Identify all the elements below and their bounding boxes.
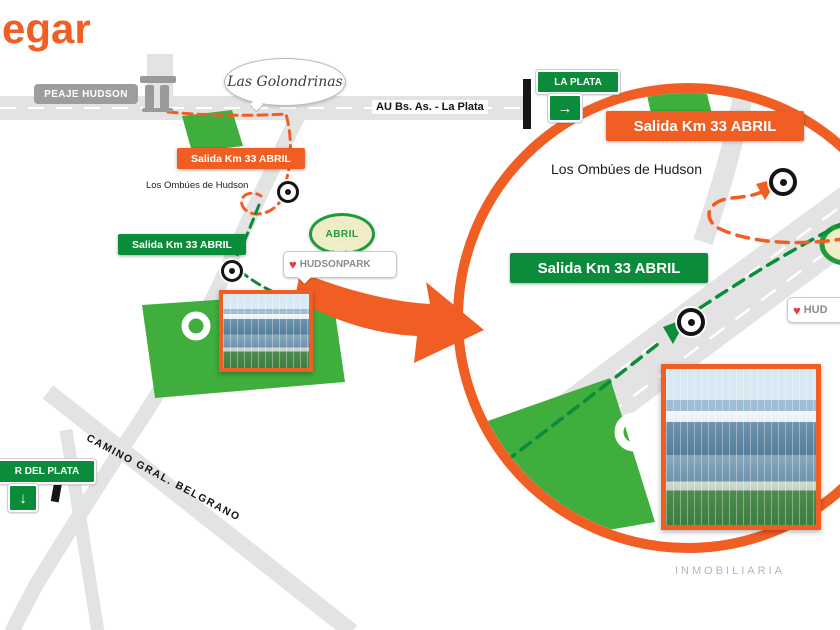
salida-km33-orange-badge: Salida Km 33 ABRIL: [177, 148, 305, 169]
bridge-mark: [523, 79, 531, 129]
hudson-park-label: HUDSONPARK: [299, 259, 371, 270]
golondrinas-label: Las Golondrinas: [227, 74, 343, 90]
highway-label: AU Bs. As. - La Plata: [372, 100, 488, 114]
zoom-ombues-label: Los Ombúes de Hudson: [551, 161, 702, 177]
salida-km33-green-badge: Salida Km 33 ABRIL: [118, 234, 246, 255]
zoom-salida-orange-badge: Salida Km 33 ABRIL: [606, 111, 804, 141]
building-photo-small: [219, 290, 313, 372]
route-orange-zoom: [707, 184, 840, 245]
mar-del-plata-sign: R DEL PLATA: [0, 459, 96, 484]
ombues-label: Los Ombúes de Hudson: [146, 180, 249, 191]
page-title-fragment: egar: [2, 5, 91, 52]
building-photo-large: [661, 364, 821, 530]
exit-marker-orange: [277, 181, 299, 203]
toll-booth-icon: [140, 74, 178, 112]
peaje-hudson-sign: PEAJE HUDSON: [34, 84, 138, 104]
abril-label: ABRIL: [325, 228, 359, 240]
la-plata-arrow-sign: →: [548, 94, 582, 122]
exit-marker-green: [221, 260, 243, 282]
golondrinas-logo: Las Golondrinas: [224, 58, 346, 106]
heart-icon: ♥: [793, 302, 801, 318]
zoom-exit-marker-green: [677, 308, 705, 336]
route-green-zoom: [503, 220, 840, 464]
mar-del-plata-arrow-sign: ↓: [8, 484, 38, 512]
zoom-salida-green-badge: Salida Km 33 ABRIL: [510, 253, 708, 283]
zoom-arrow: [295, 272, 484, 363]
la-plata-sign: LA PLATA: [536, 70, 620, 94]
zoom-hudson-label: HUD: [803, 304, 828, 316]
heart-icon: ♥: [289, 257, 297, 272]
right-arrow-icon: →: [557, 99, 573, 117]
watermark-text: INMOBILIARIA: [675, 565, 785, 577]
down-arrow-icon: ↓: [19, 489, 27, 507]
roundabout: [181, 311, 211, 341]
zoom-exit-marker-orange: [769, 168, 797, 196]
zoom-hudson-sign-partial: ♥ HUD: [787, 297, 840, 323]
